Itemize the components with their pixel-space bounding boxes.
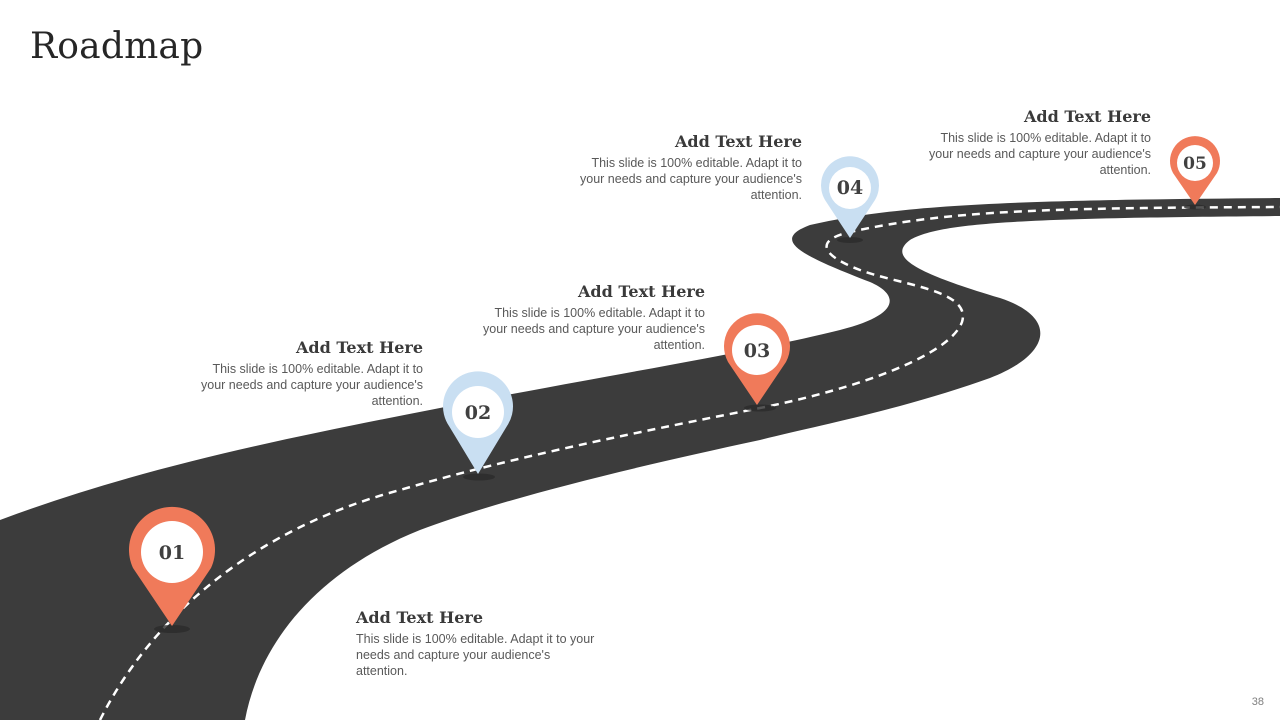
pin-inner: [829, 167, 871, 209]
marker-number: 02: [465, 402, 491, 424]
milestone-block-04: Add Text Here This slide is 100% editabl…: [572, 132, 802, 203]
milestone-text: This slide is 100% editable. Adapt it to…: [356, 632, 595, 678]
milestone-heading: Add Text Here: [1023, 107, 1151, 126]
milestone-block-03: Add Text Here This slide is 100% editabl…: [475, 282, 705, 353]
milestone-block-01: Add Text Here This slide is 100% editabl…: [356, 608, 596, 679]
page-number: 38: [1251, 696, 1264, 708]
pin-inner: [452, 386, 504, 438]
milestone-block-02: Add Text Here This slide is 100% editabl…: [193, 338, 423, 409]
marker-shadow: [837, 237, 863, 243]
pin-inner: [1177, 145, 1213, 181]
road: [0, 198, 1280, 720]
map-pin-icon-04[interactable]: 04: [821, 156, 880, 238]
marker-shadow: [154, 625, 190, 633]
marker-number: 04: [837, 177, 863, 199]
pin-inner: [732, 325, 782, 375]
milestone-text: This slide is 100% editable. Adapt it to…: [580, 156, 802, 202]
milestone-text: This slide is 100% editable. Adapt it to…: [483, 306, 705, 352]
milestone-heading: Add Text Here: [674, 132, 802, 151]
marker-number: 03: [744, 340, 770, 362]
map-pin-icon-03[interactable]: 03: [724, 313, 790, 405]
marker-shadow: [1184, 204, 1206, 210]
marker-number: 05: [1183, 154, 1207, 174]
page-title: Roadmap: [30, 26, 204, 67]
map-pin-icon-01[interactable]: 01: [129, 506, 215, 626]
milestone-text: This slide is 100% editable. Adapt it to…: [929, 131, 1151, 177]
milestone-block-05: Add Text Here This slide is 100% editabl…: [921, 107, 1151, 178]
pin-inner: [141, 521, 203, 583]
milestone-heading: Add Text Here: [577, 282, 705, 301]
milestone-heading: Add Text Here: [356, 608, 484, 627]
map-pin-icon-02[interactable]: 02: [443, 371, 513, 474]
marker-shadow: [463, 473, 495, 481]
marker-number: 01: [159, 542, 185, 564]
milestone-heading: Add Text Here: [295, 338, 423, 357]
milestone-text: This slide is 100% editable. Adapt it to…: [201, 362, 423, 408]
marker-shadow: [744, 404, 776, 412]
map-pin-icon-05[interactable]: 05: [1170, 136, 1220, 205]
road-center-line: [98, 205, 1280, 720]
